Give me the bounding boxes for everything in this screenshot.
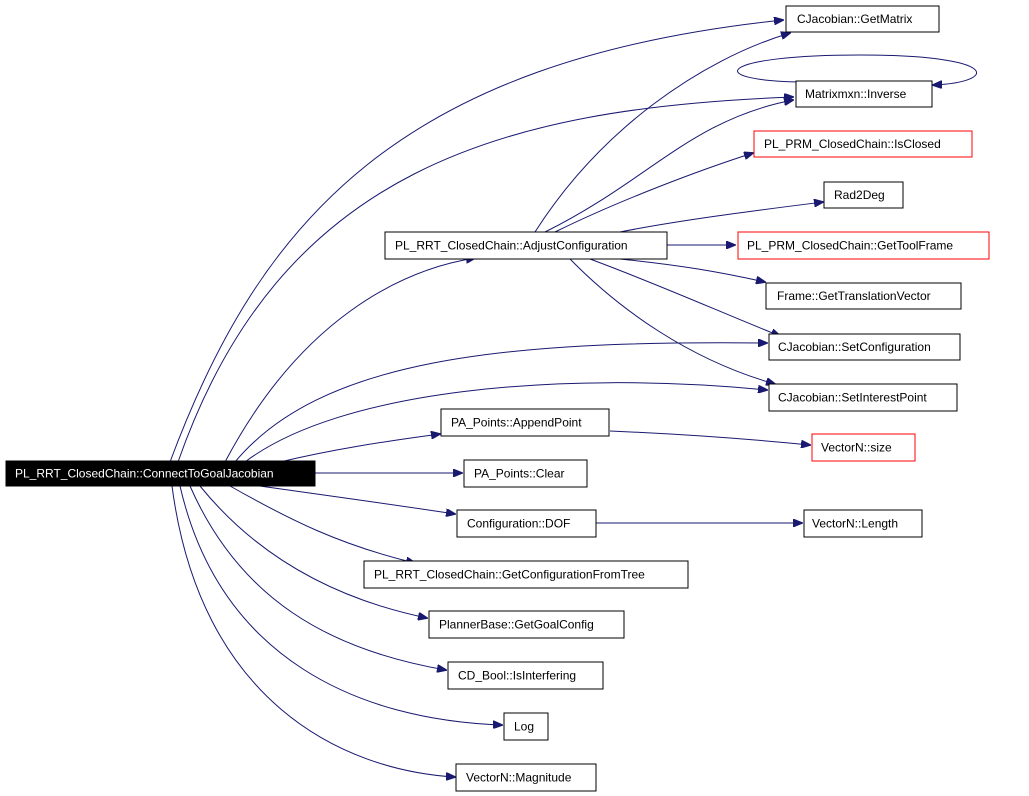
node-label-fromtree: PL_RRT_ClosedChain::GetConfigurationFrom… [374, 568, 645, 582]
edge-root-to-inverse [177, 97, 793, 463]
edge-root-to-log [179, 485, 502, 725]
node-vlength[interactable]: VectorN::Length [803, 509, 923, 538]
edge-adjust-to-setinterest [569, 258, 775, 384]
node-label-setinterest: CJacobian::SetInterestPoint [778, 391, 927, 405]
node-label-clear: PA_Points::Clear [474, 467, 565, 481]
node-label-rad2deg: Rad2Deg [834, 188, 885, 202]
node-label-log: Log [514, 720, 534, 734]
node-goalconfig[interactable]: PlannerBase::GetGoalConfig [428, 610, 625, 639]
node-label-appendpoint: PA_Points::AppendPoint [451, 416, 582, 430]
node-fromtree[interactable]: PL_RRT_ClosedChain::GetConfigurationFrom… [363, 560, 689, 589]
edge-root-to-setconfig [234, 343, 767, 463]
node-label-dof: Configuration::DOF [467, 517, 570, 531]
node-isinterfering[interactable]: CD_Bool::IsInterfering [447, 661, 604, 690]
node-label-vlength: VectorN::Length [812, 517, 898, 531]
edge-adjust-to-isclosed [554, 153, 753, 233]
edge-root-to-appendpoint [279, 434, 440, 463]
node-log[interactable]: Log [503, 712, 549, 741]
node-gettranslation[interactable]: Frame::GetTranslationVector [765, 282, 962, 310]
node-label-inverse: Matrixmxn::Inverse [805, 87, 907, 101]
node-dof[interactable]: Configuration::DOF [456, 509, 597, 538]
edge-adjust-to-getmatrix [534, 33, 790, 233]
node-setconfig[interactable]: CJacobian::SetConfiguration [768, 333, 961, 361]
node-gettoolframe[interactable]: PL_PRM_ClosedChain::GetToolFrame [737, 231, 990, 260]
node-isclosed[interactable]: PL_PRM_ClosedChain::IsClosed [753, 130, 973, 158]
edge-root-to-magnitude [171, 485, 455, 777]
edge-adjust-to-gettranslation [619, 258, 765, 282]
node-label-magnitude: VectorN::Magnitude [466, 771, 572, 785]
node-label-goalconfig: PlannerBase::GetGoalConfig [439, 618, 594, 632]
node-clear[interactable]: PA_Points::Clear [463, 459, 588, 488]
node-rad2deg[interactable]: Rad2Deg [823, 181, 904, 209]
nodes-layer: PL_RRT_ClosedChain::ConnectToGoalJacobia… [5, 5, 990, 792]
node-label-setconfig: CJacobian::SetConfiguration [778, 340, 931, 354]
node-magnitude[interactable]: VectorN::Magnitude [455, 763, 597, 792]
node-label-gettranslation: Frame::GetTranslationVector [777, 289, 931, 303]
edge-inverse-self-loop [737, 54, 977, 85]
edges-layer [169, 20, 977, 777]
node-vsize[interactable]: VectorN::size [811, 433, 916, 462]
edge-root-to-isinterfering [189, 485, 446, 670]
node-label-getmatrix: CJacobian::GetMatrix [797, 12, 912, 26]
edge-root-to-dof [259, 485, 455, 514]
edge-root-to-setinterest [244, 382, 767, 463]
edge-root-to-adjust [224, 258, 475, 463]
edge-root-to-fromtree [229, 485, 415, 563]
edge-root-to-goalconfig [199, 485, 427, 618]
edge-adjust-to-rad2deg [619, 202, 823, 233]
node-inverse[interactable]: Matrixmxn::Inverse [795, 80, 933, 108]
node-label-root: PL_RRT_ClosedChain::ConnectToGoalJacobia… [15, 467, 274, 481]
node-label-isinterfering: CD_Bool::IsInterfering [458, 669, 576, 683]
edge-root-to-getmatrix [169, 20, 783, 463]
node-appendpoint[interactable]: PA_Points::AppendPoint [440, 408, 610, 437]
node-root[interactable]: PL_RRT_ClosedChain::ConnectToGoalJacobia… [5, 460, 316, 487]
node-setinterest[interactable]: CJacobian::SetInterestPoint [768, 383, 958, 412]
node-label-adjust: PL_RRT_ClosedChain::AdjustConfiguration [395, 239, 628, 253]
edge-appendpoint-to-vsize [609, 430, 810, 445]
node-label-vsize: VectorN::size [821, 441, 892, 455]
edge-adjust-to-inverse [544, 100, 793, 233]
node-adjust[interactable]: PL_RRT_ClosedChain::AdjustConfiguration [384, 231, 668, 260]
node-label-isclosed: PL_PRM_ClosedChain::IsClosed [764, 137, 941, 151]
node-label-gettoolframe: PL_PRM_ClosedChain::GetToolFrame [747, 239, 953, 253]
edge-adjust-to-setconfig [589, 258, 780, 336]
node-getmatrix[interactable]: CJacobian::GetMatrix [785, 5, 940, 33]
